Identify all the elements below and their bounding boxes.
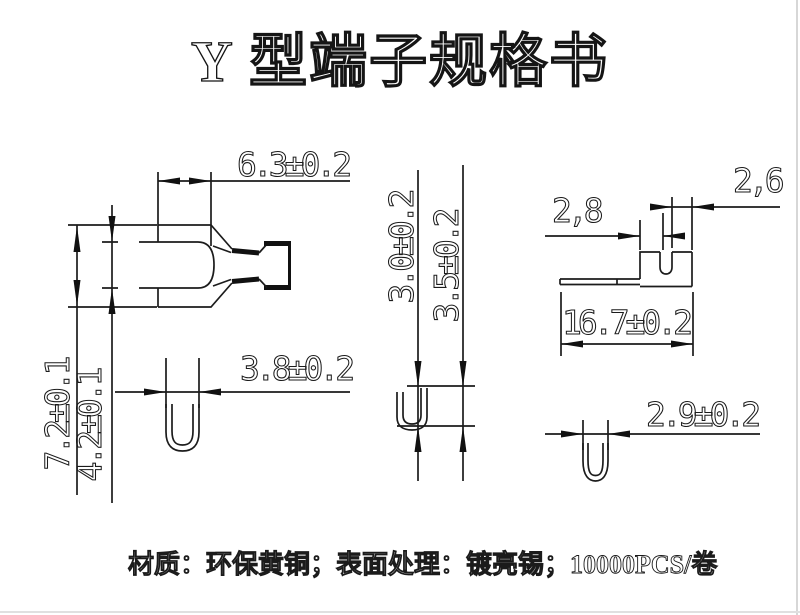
dim-label-tab-step-left: 2,8 xyxy=(551,191,604,230)
dim-label-crimp-outer-height: 3.5±0.2 xyxy=(426,211,466,323)
front-view-outline xyxy=(157,224,291,308)
side-view-dimension-lines xyxy=(545,197,780,356)
material-spec-footer: 材质：环保黄铜；表面处理：镀亮锡；10000PCS/卷 xyxy=(128,550,718,580)
dim-label-wire-barrel-width: 2.9±0.2 xyxy=(645,395,761,434)
side-view-outline xyxy=(559,251,693,288)
dim-label-fork-width: 6.3±0.2 xyxy=(236,145,352,184)
scan-edge-bottom xyxy=(0,611,800,613)
dim-label-tab-step-right: 2,6 xyxy=(732,161,785,200)
wire-barrel-detail xyxy=(545,420,760,482)
dim-label-overall-length: 16.7±0.2 xyxy=(561,303,693,342)
front-view-dimension-lines xyxy=(68,172,350,503)
dim-label-fork-tip-section: 3.8±0.2 xyxy=(239,349,355,388)
scan-edge-right xyxy=(796,0,798,615)
page-title: Y 型端子规格书 xyxy=(190,28,610,94)
dim-label-slot-width: 4.2±0.1 xyxy=(69,370,109,482)
dim-label-crimp-inner-height: 3.0±0.2 xyxy=(381,192,421,304)
fork-tip-section-detail xyxy=(115,358,350,452)
crimp-section-view xyxy=(396,165,475,481)
